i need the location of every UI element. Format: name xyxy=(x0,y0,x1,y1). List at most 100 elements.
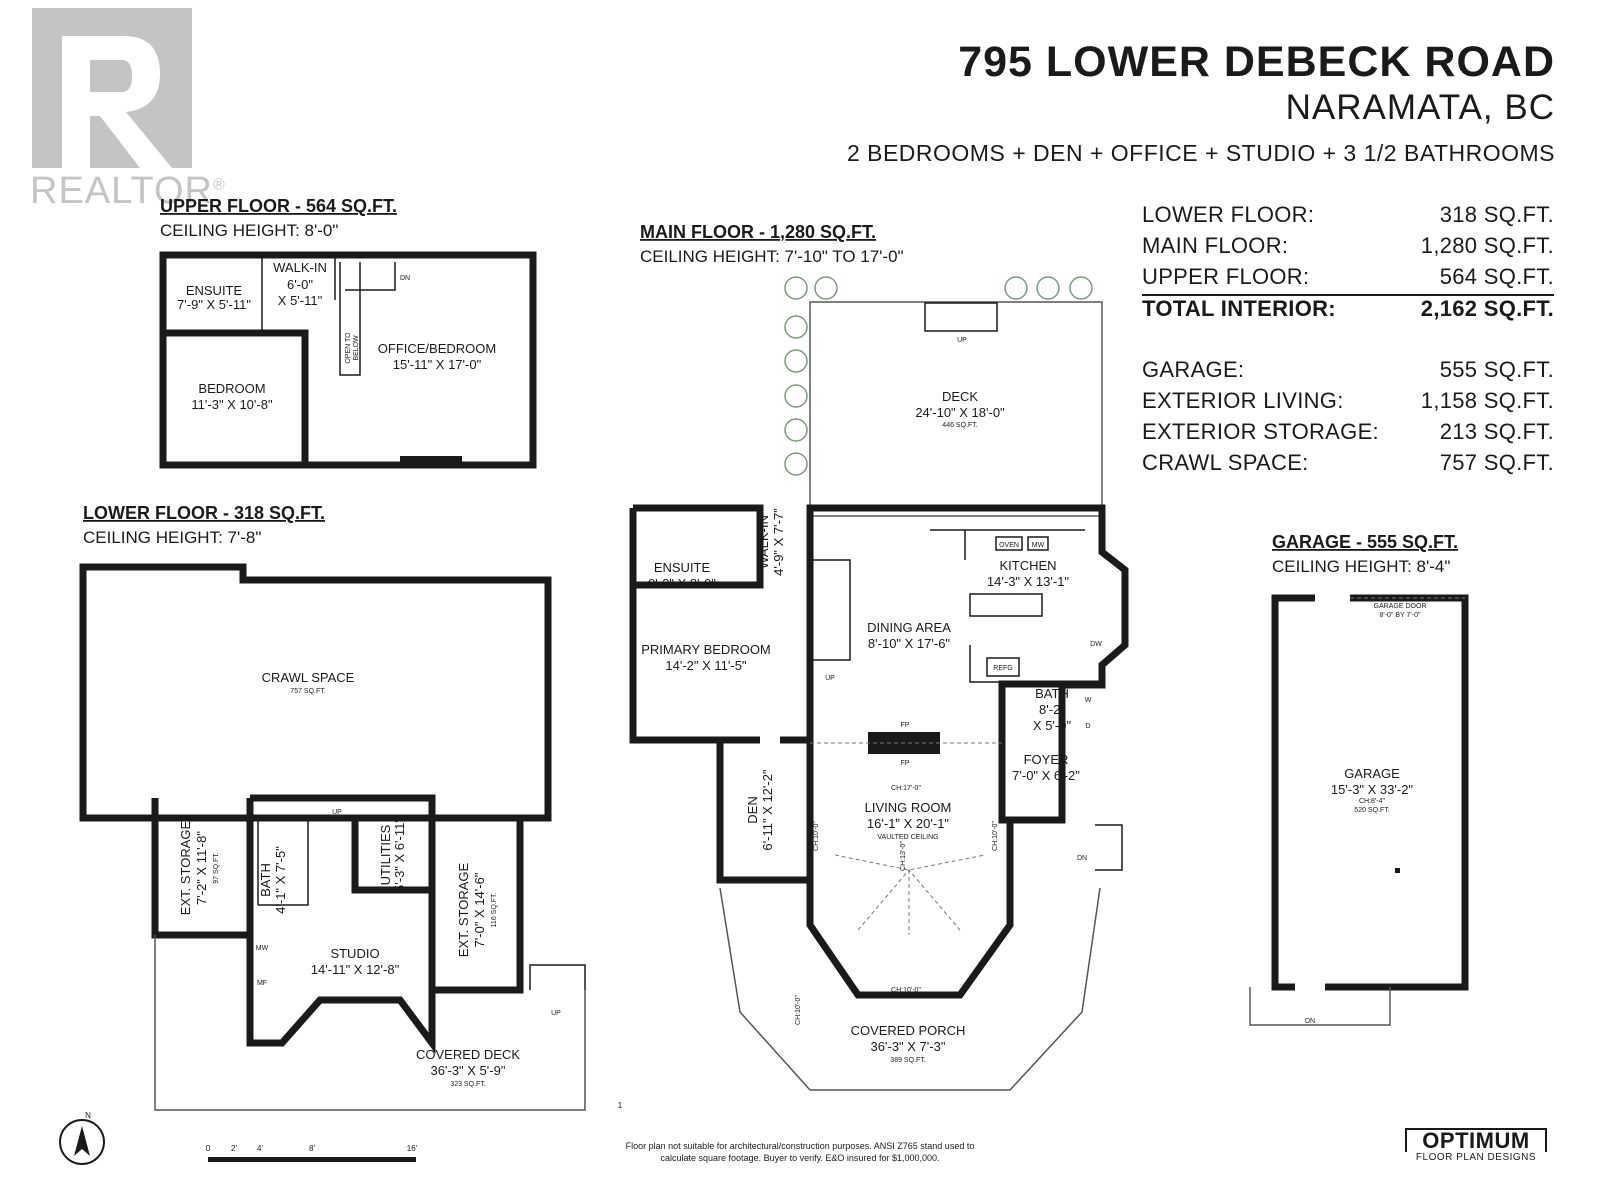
lower-bath-wall xyxy=(257,818,309,906)
lower-stair xyxy=(529,964,586,990)
upper-office-dim: 15'-11" X 17'-0" xyxy=(393,357,482,372)
ext2-dim: 7'-0" X 14'-6" xyxy=(472,872,487,947)
living-name: LIVING ROOM xyxy=(865,800,952,815)
garage-dim: 15'-3" X 33'-2" xyxy=(1331,782,1414,797)
bath-name: BATH xyxy=(1035,686,1069,701)
lower-ext-storage-wall xyxy=(428,818,524,994)
summary-value: 318 SQ.FT. xyxy=(1439,202,1554,227)
deck-stair xyxy=(924,302,998,332)
fp-label-top: FP xyxy=(901,722,910,729)
scale-tick: 16' xyxy=(407,1144,418,1153)
compass-icon xyxy=(59,1119,105,1165)
garage-title: GARAGE - 555 SQ.FT. xyxy=(1272,532,1458,552)
upper-open-label2: BELOW xyxy=(353,335,360,361)
lower-floor-ceiling: CEILING HEIGHT: 7'-8" xyxy=(83,528,261,547)
covdeck-name: COVERED DECK xyxy=(416,1047,520,1062)
ch17-label: CH:17'-0" xyxy=(891,785,921,792)
den-dim: 6'-11" X 12'-2" xyxy=(760,769,775,851)
ext2-name: EXT. STORAGE xyxy=(456,862,471,957)
garage-post xyxy=(1395,868,1400,873)
upper-walkin-dim1: 6'-0" xyxy=(287,277,313,292)
summary-value: 1,280 SQ.FT. xyxy=(1420,233,1554,258)
tree-icon xyxy=(1036,276,1060,300)
summary-label: EXTERIOR STORAGE: xyxy=(1142,419,1379,444)
summary-label: EXTERIOR LIVING: xyxy=(1142,388,1344,413)
den-name: DEN xyxy=(745,796,760,823)
primary-bedroom-dim: 14'-2" X 11'-5" xyxy=(665,658,747,673)
realtor-r-icon xyxy=(32,8,192,168)
main-walkin-name: WALK-IN xyxy=(756,515,771,569)
scale-tick: 4' xyxy=(257,1144,263,1153)
kitchen-dim: 14'-3" X 13'-1" xyxy=(987,574,1070,589)
main-floor-title: MAIN FLOOR - 1,280 SQ.FT. xyxy=(640,222,876,242)
lower-up-label1: UP xyxy=(332,809,342,816)
lower-bath-name: BATH xyxy=(258,863,273,897)
summary-label: CRAWL SPACE: xyxy=(1142,450,1309,475)
summary-value: 757 SQ.FT. xyxy=(1439,450,1554,475)
lower-floor: LOWER FLOOR - 318 SQ.FT. CEILING HEIGHT:… xyxy=(79,503,586,1111)
tree-icon xyxy=(784,384,808,408)
deck-up-label: UP xyxy=(957,337,967,344)
mw-label: MW xyxy=(1032,542,1045,549)
bath-dim2: X 5'-0" xyxy=(1033,718,1072,733)
upper-walkin-name: WALK-IN xyxy=(273,260,327,275)
upper-dn-label: DN xyxy=(400,275,410,282)
scale-tick: 2' xyxy=(231,1144,237,1153)
studio-name: STUDIO xyxy=(330,946,379,961)
lower-floor-title: LOWER FLOOR - 318 SQ.FT. xyxy=(83,503,325,523)
main-stair xyxy=(810,559,851,661)
porch-stair xyxy=(1095,824,1123,871)
washer-label: W xyxy=(1085,697,1092,704)
ch10-right: CH:10'-0" xyxy=(992,821,999,851)
porch-area: 389 SQ.FT. xyxy=(890,1057,925,1064)
compass-n-label: N xyxy=(85,1111,91,1120)
stair-up-label: UP xyxy=(825,675,835,682)
covdeck-area: 323 SQ.FT. xyxy=(450,1081,485,1088)
upper-bedroom-dim: 11'-3" X 10'-8" xyxy=(191,397,273,412)
lower-utilities-wall xyxy=(351,818,432,894)
deck-area: 446 SQ.FT. xyxy=(942,422,977,429)
registered-mark: ® xyxy=(212,176,226,194)
garage-ceiling: CEILING HEIGHT: 8'-4" xyxy=(1272,557,1450,576)
upper-stair xyxy=(339,262,396,376)
ext1-area: 97 SQ.FT. xyxy=(213,852,220,884)
scale-bar-line xyxy=(208,1157,416,1162)
fp-label-bottom: FP xyxy=(901,760,910,767)
summary-label: LOWER FLOOR: xyxy=(1142,202,1315,227)
main-walkin-dim: 4'-9" X 7'-7" xyxy=(771,508,786,576)
tree-icon xyxy=(784,418,808,442)
oven-box xyxy=(995,536,1023,551)
realtor-text: REALTOR xyxy=(30,170,213,212)
tree-icon xyxy=(784,315,808,339)
main-floor: MAIN FLOOR - 1,280 SQ.FT. CEILING HEIGHT… xyxy=(629,222,1129,1091)
foyer-name: FOYER xyxy=(1024,752,1069,767)
studio-dim: 14'-11" X 12'-8" xyxy=(311,962,400,977)
lower-up-label2: UP xyxy=(551,1010,561,1017)
scale-bar: 0 2' 4' 8' 16' xyxy=(206,1144,418,1162)
porch-dn-label: DN xyxy=(1077,855,1087,862)
tree-icon xyxy=(784,349,808,373)
upper-walkin-dim2: X 5'-11" xyxy=(278,293,323,308)
utilities-dim: 5'-3" X 6'-11" xyxy=(392,818,407,892)
garage-door-dim: 8'-0" BY 7'-0" xyxy=(1380,612,1421,619)
main-den-wall xyxy=(716,740,810,884)
ch10-porch: CH:10'-0" xyxy=(795,995,802,1025)
garage-landing xyxy=(1249,987,1391,1026)
crawl-space-wall xyxy=(79,563,552,822)
summary-label: GARAGE: xyxy=(1142,357,1245,382)
kitchen-name: KITCHEN xyxy=(999,558,1056,573)
disclaimer-line: Floor plan not suitable for architectura… xyxy=(625,1141,975,1151)
deck-dim: 24'-10" X 18'-0" xyxy=(915,405,1005,420)
porch-outline xyxy=(719,887,1101,1091)
upper-floor: UPPER FLOOR - 564 SQ.FT. CEILING HEIGHT:… xyxy=(159,196,537,469)
summary-value: 2,162 SQ.FT. xyxy=(1420,296,1554,321)
scale-tick: 0 xyxy=(206,1144,211,1153)
refg-label: REFG xyxy=(993,665,1012,672)
garage-dn-label: DN xyxy=(1305,1018,1315,1025)
garage-name: GARAGE xyxy=(1344,766,1400,781)
living-vaulted: VAULTED CEILING xyxy=(877,834,938,841)
optimum-tagline: FLOOR PLAN DESIGNS xyxy=(1415,1152,1537,1163)
lower-mf-label: MF xyxy=(257,980,267,987)
ch10-bottom: CH:10'-0" xyxy=(891,987,921,994)
ext2-area: 116 SQ.FT. xyxy=(491,893,498,928)
